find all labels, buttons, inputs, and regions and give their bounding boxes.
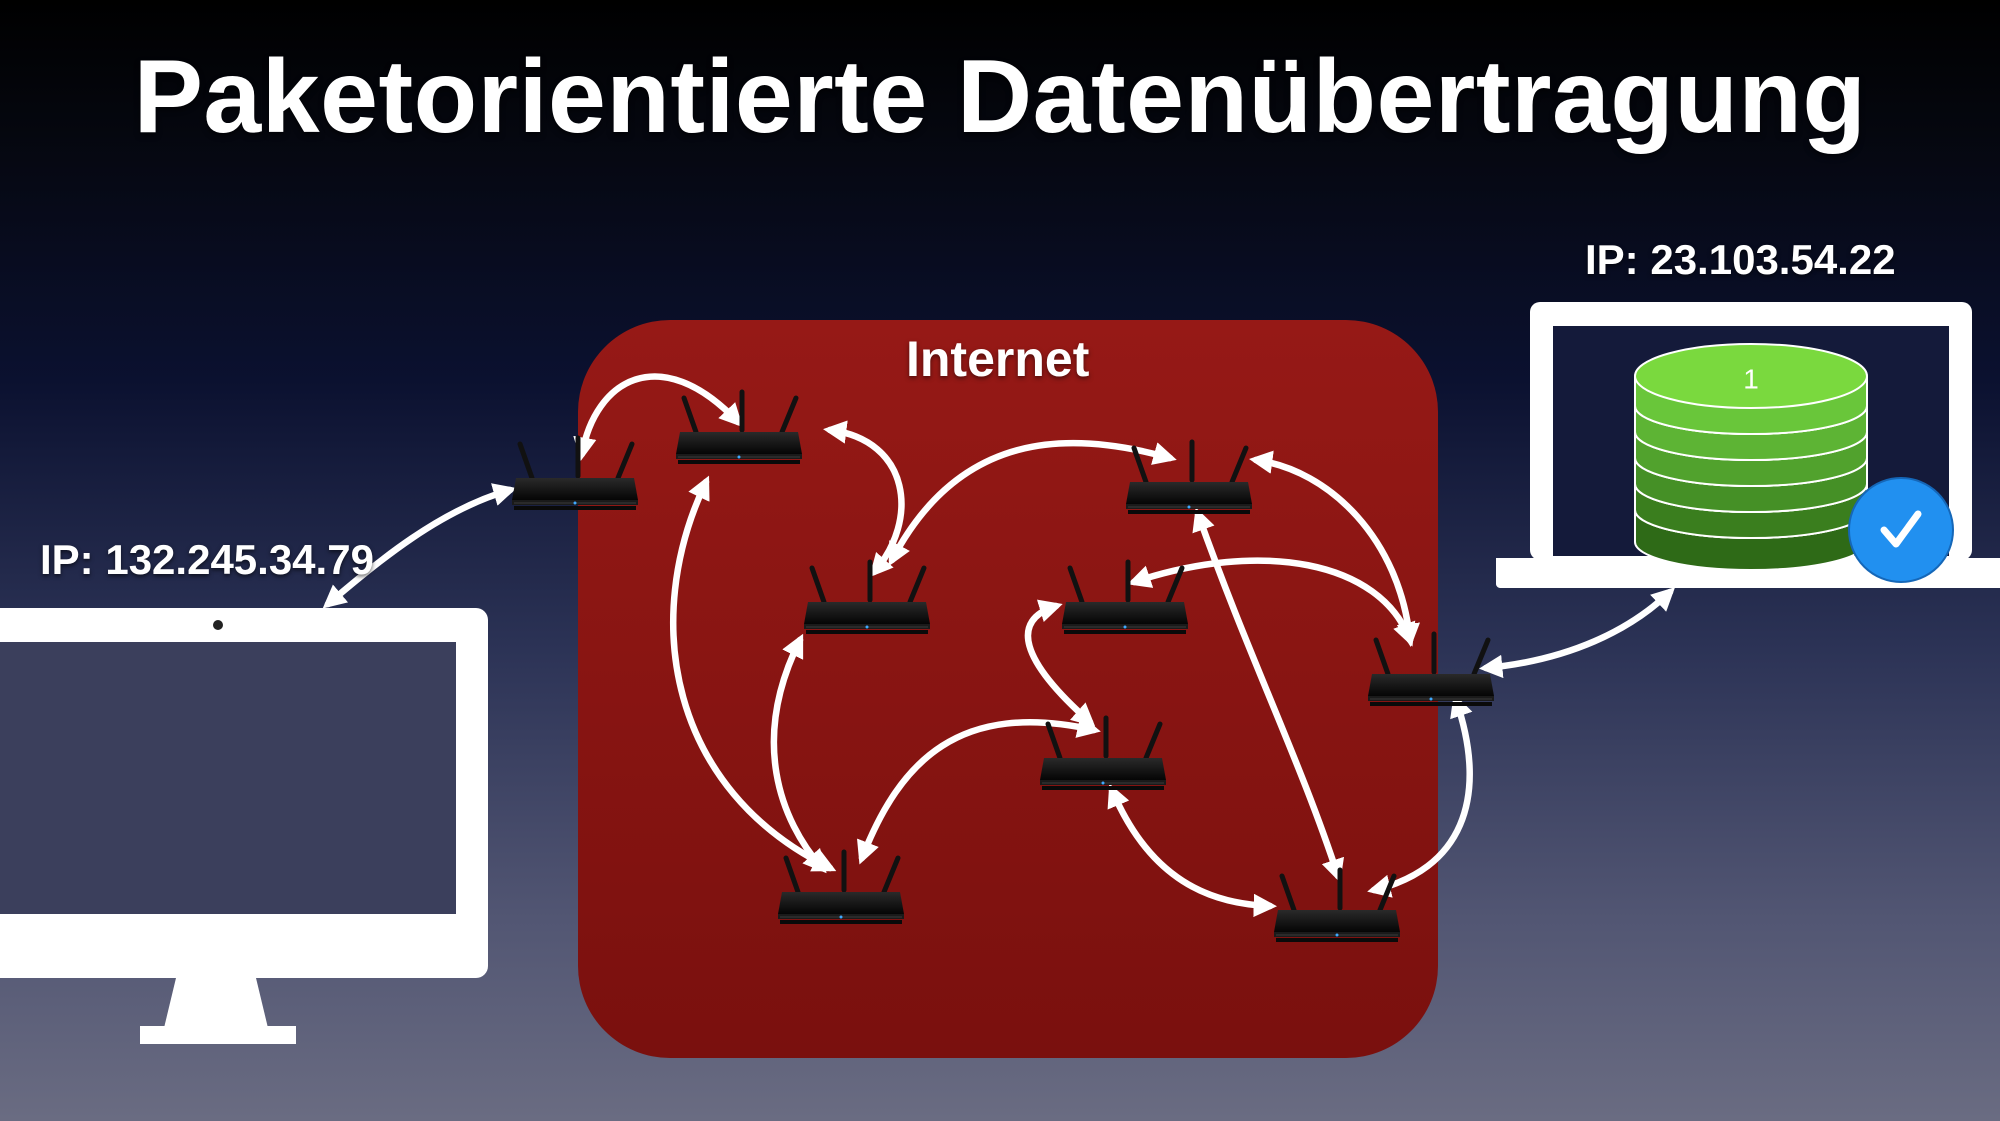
link-r6-r4 xyxy=(1024,599,1096,727)
link-r1-r2 xyxy=(573,373,743,461)
link-sender-r1 xyxy=(322,483,517,609)
link-r2-r8 xyxy=(670,475,837,872)
link-r7-receiver xyxy=(1479,587,1676,679)
internet-label: Internet xyxy=(906,331,1090,387)
sender-ip-label: IP: 132.245.34.79 xyxy=(40,536,374,583)
received-check-badge xyxy=(1848,477,1954,583)
packet-number: 1 xyxy=(1743,363,1759,394)
link-r7-r9 xyxy=(1367,693,1473,898)
internet-cloud xyxy=(578,320,1438,1058)
check-icon xyxy=(1880,510,1922,548)
link-r5-r7 xyxy=(1249,450,1421,647)
link-r3-r8 xyxy=(770,633,827,874)
link-r5-r9 xyxy=(1192,507,1345,883)
page-title: Paketorientierte Datenübertragung xyxy=(133,39,1867,155)
receiver-ip-label: IP: 23.103.54.22 xyxy=(1585,236,1896,283)
link-r3-r5 xyxy=(888,439,1177,567)
packet-stack: 1 xyxy=(1634,343,1868,571)
sender-monitor xyxy=(0,608,488,1044)
link-r6-r9 xyxy=(1107,783,1278,918)
